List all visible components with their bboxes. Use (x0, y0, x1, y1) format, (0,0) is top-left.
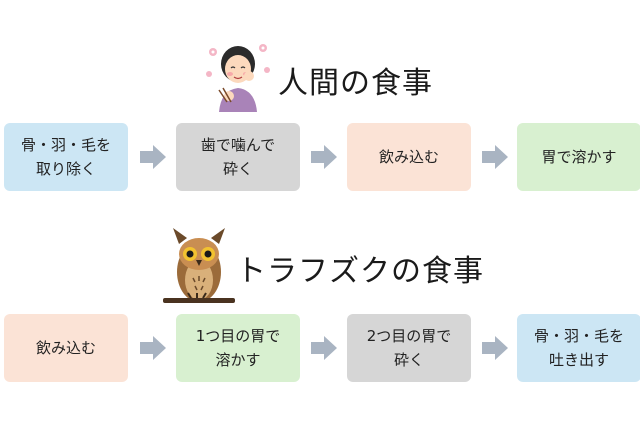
owl-step-regurgitate: 骨・羽・毛を 吐き出す (517, 314, 640, 382)
arrow-right-icon (140, 145, 166, 169)
human-step-remove-bones: 骨・羽・毛を 取り除く (4, 123, 128, 191)
owl-diet-title: トラフズクの食事 (236, 254, 484, 289)
human-step-chew: 歯で噛んで 砕く (176, 123, 300, 191)
human-step-swallow: 飲み込む (347, 123, 471, 191)
arrow-right-icon (140, 336, 166, 360)
human-diet-title: 人間の食事 (278, 66, 433, 101)
arrow-right-icon (311, 145, 337, 169)
owl-icon (163, 228, 235, 303)
owl-step-swallow: 飲み込む (4, 314, 128, 382)
arrow-right-icon (482, 145, 508, 169)
owl-step-first-stomach: 1つ目の胃で 溶かす (176, 314, 300, 382)
arrow-right-icon (311, 336, 337, 360)
woman-eating-icon (206, 44, 270, 112)
arrow-right-icon (482, 336, 508, 360)
human-step-digest: 胃で溶かす (517, 123, 640, 191)
owl-step-second-stomach: 2つ目の胃で 砕く (347, 314, 471, 382)
